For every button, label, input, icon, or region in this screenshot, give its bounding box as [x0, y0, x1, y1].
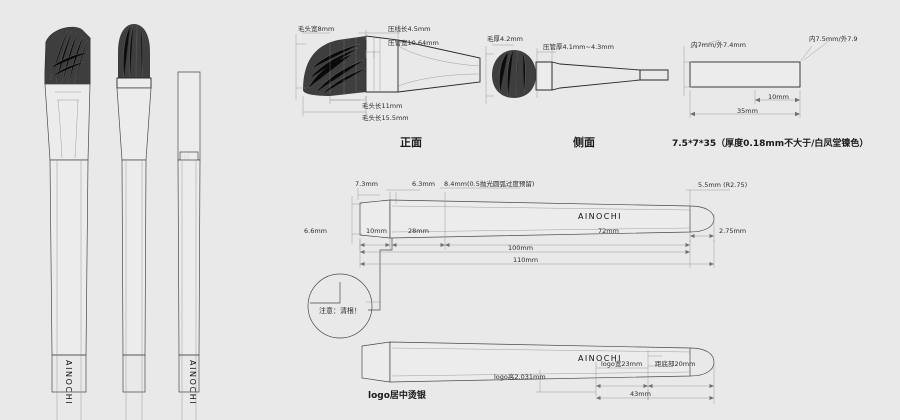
label-logo-height: logo高2.031mm [494, 373, 546, 381]
label-handle-8-4mm: 8.4mm(0.5抛光圆弧过度预留) [444, 180, 535, 188]
ferrule-view-geometry [683, 39, 831, 118]
label-handle-100mm: 100mm [508, 244, 534, 252]
label-handle-28mm: 28mm [408, 227, 429, 235]
caption-logo-view: logo居中烫银 [368, 391, 426, 401]
caption-ferrule-view: 7.5*7*35（厚度0.18mm不大于/白凤堂镍色） [672, 139, 869, 149]
label-logo-width: logo宽23mm [601, 360, 643, 368]
side-view-geometry [485, 44, 669, 104]
brush-elevation-flat [44, 26, 91, 420]
label-handle-2-75mm: 2.75mm [719, 227, 747, 235]
label-ferrule-35mm: 35mm [737, 107, 758, 115]
label-bristle-length-11: 毛头长11mm [362, 102, 403, 110]
label-handle-72mm: 72mm [598, 227, 619, 235]
label-bristle-width: 毛头宽8mm [298, 25, 335, 33]
brush-logo-left: AINOCHI [64, 360, 73, 406]
brush-elevation-handle [177, 71, 201, 420]
label-inner-outer-right: 内7.5mm/外7.9 [809, 35, 858, 43]
caption-front-view: 正面 [400, 136, 422, 149]
label-ferrule-10mm: 10mm [768, 93, 789, 101]
caption-side-view: 侧面 [573, 136, 595, 149]
label-bristle-thickness: 毛厚4.2mm [487, 35, 524, 43]
label-ferrule-width: 压管宽10.64mm [388, 39, 439, 47]
front-view-geometry [295, 30, 481, 116]
label-handle-6-6mm: 6.6mm [304, 227, 328, 235]
label-ferrule-thickness: 压管厚4.1mm~4.3mm [543, 43, 614, 51]
logo-view-geometry [361, 341, 715, 404]
label-handle-110mm: 110mm [513, 256, 539, 264]
label-handle-7-3mm: 7.3mm [355, 180, 379, 188]
label-handle-5-5mm: 5.5mm (R2.75) [698, 181, 748, 189]
label-handle-6-3mm: 6.3mm [412, 180, 436, 188]
brush-elevation-dome [116, 24, 152, 420]
brush-logo-right: AINOCHI [188, 360, 197, 406]
label-logo-43mm: 43mm [630, 390, 651, 398]
handle-logo: AINOCHI [578, 212, 622, 221]
label-handle-10mm: 10mm [366, 227, 387, 235]
label-detail-note: 注意：清根！ [319, 307, 361, 315]
logo-view-logo: AINOCHI [578, 354, 622, 363]
label-from-bottom: 距底部20mm [655, 360, 696, 368]
label-crimp-length: 压线长4.5mm [388, 25, 431, 33]
handle-view-geometry [307, 187, 730, 339]
label-bristle-length-155: 毛头长15.5mm [362, 114, 409, 122]
label-inner-outer-left: 内7mm/外7.4mm [691, 41, 746, 49]
